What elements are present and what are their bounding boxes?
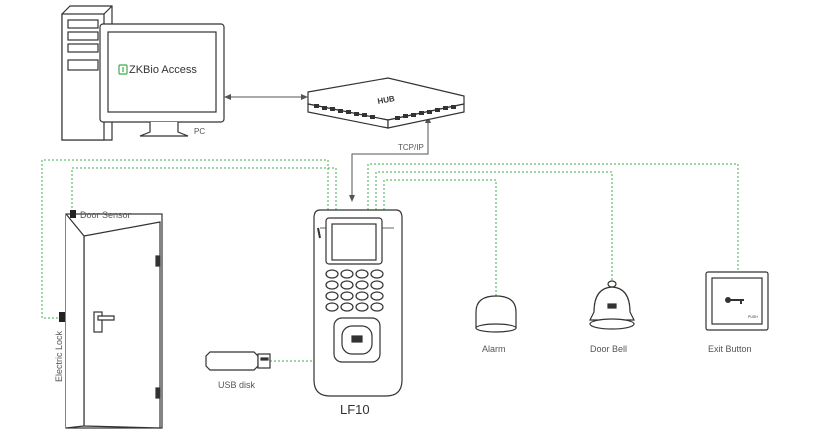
alarm	[475, 295, 517, 333]
door-sensor-label: Door Sensor	[80, 210, 131, 220]
exit-button-plate-text: PUSH	[748, 315, 758, 319]
door-bell-label: Door Bell	[590, 344, 627, 354]
hub-ports	[314, 104, 456, 120]
link-tcpip	[351, 122, 429, 196]
zkbio-logo: ZKBio Access	[118, 64, 197, 76]
usb-disk	[205, 351, 271, 371]
pc-label: PC	[194, 127, 205, 136]
hub-label: HUB	[377, 94, 396, 106]
electric-lock-label: Electric Lock	[54, 330, 64, 382]
device-label: LF10	[340, 402, 370, 417]
network-hub	[307, 77, 465, 129]
door	[65, 213, 163, 429]
wire-alarm	[383, 179, 497, 296]
wire-exit-button	[367, 163, 739, 272]
pc-monitor	[99, 23, 225, 137]
keypad	[325, 269, 384, 312]
tcpip-label: TCP/IP	[398, 143, 424, 152]
alarm-label: Alarm	[482, 344, 506, 354]
usb-disk-label: USB disk	[218, 380, 256, 390]
lf10-device	[313, 209, 403, 397]
electric-lock-marker	[59, 312, 65, 322]
wire-door-bell	[375, 171, 613, 282]
exit-button-label: Exit Button	[708, 344, 752, 354]
fingerprint-sensor	[333, 317, 381, 363]
door-handle	[93, 311, 115, 333]
wire-electric-lock	[41, 159, 329, 319]
exit-button	[705, 271, 769, 331]
wire-door-sensor	[71, 167, 337, 214]
door-bell	[589, 280, 635, 330]
wiring-lines	[41, 159, 739, 362]
door-sensor-marker	[70, 210, 76, 218]
software-brand: ZKBio Access	[129, 64, 197, 76]
